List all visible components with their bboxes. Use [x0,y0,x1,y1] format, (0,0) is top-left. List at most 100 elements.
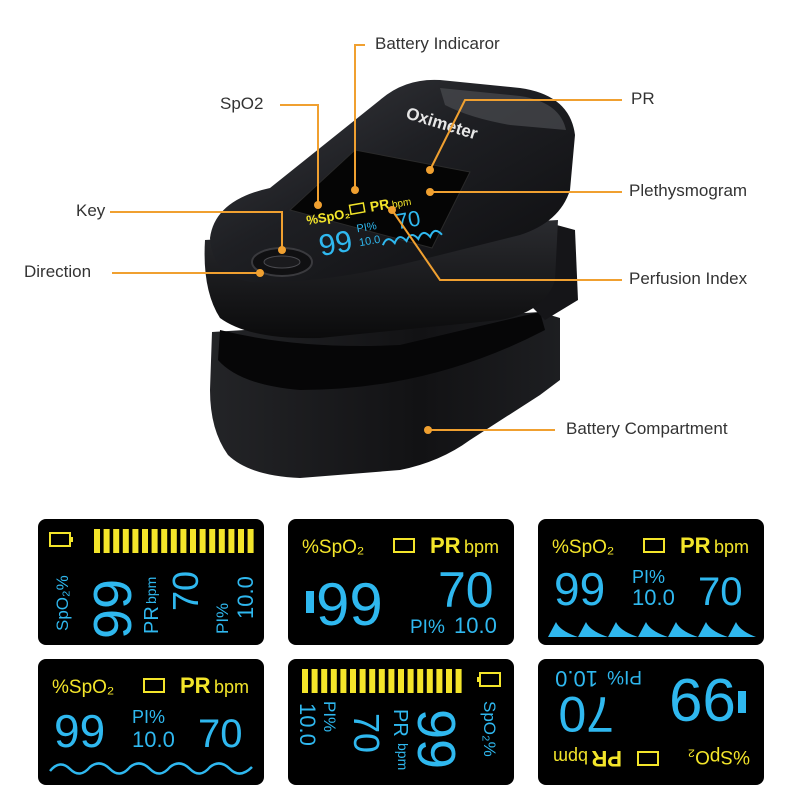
callout-line-spo2 [280,104,319,205]
signal-bar-segment [359,669,366,693]
display-mode-4: %SpO₂ PR bpm 99 PI% 10.0 70 [38,659,264,785]
signal-bar-segment [407,669,414,693]
label-direction: Direction [24,262,92,281]
signal-bar [94,529,254,553]
device-plethysmogram-wave [381,229,443,246]
battery-icon [393,538,415,553]
signal-bar-segment [103,529,110,553]
pi-value: 10.0 [132,727,175,752]
display-mode-1: SpO₂% 99 PR bpm 70 PI% 10.0 [38,519,264,645]
pr-unit: bpm [464,537,499,557]
device-battery-icon [348,202,366,216]
display-mode-3: %SpO₂ PR bpm 99 PI% 10.0 70 [538,519,764,645]
callout-dots [256,166,434,434]
display-mode-5: PI% 10.0 70 PR bpm 99 SpO₂% [288,659,514,785]
device-pr-unit: bpm [391,197,412,211]
pi-value: 10.0 [632,585,675,610]
battery-icon [637,751,659,766]
signal-bar-segment [199,529,206,553]
pr-unit: bpm [395,743,411,770]
signal-bar-segment [122,529,129,553]
battery-icon [479,672,501,687]
device-screen [288,149,471,249]
pi-label: PI% [213,603,232,634]
pi-value: 10.0 [555,666,598,691]
pr-value: 70 [438,562,494,618]
pr-unit: bpm [143,577,159,604]
signal-bar-segment [330,669,337,693]
battery-icon [143,678,165,693]
pi-label: PI% [632,567,665,587]
finger-slot [218,312,545,390]
callout-line-pr [429,99,622,171]
pulse-bar [306,591,314,613]
pr-value: 70 [346,713,387,753]
signal-bar-segment [417,669,424,693]
signal-bar-segment [218,529,225,553]
signal-bar-segment [228,529,235,553]
pi-value: 10.0 [233,576,258,619]
callout-line-key [110,211,283,250]
callout-line-pi [391,209,622,281]
spo2-label: %SpO₂ [52,677,114,698]
pi-label: PI% [410,617,445,638]
signal-bar-segment [247,529,254,553]
pr-label: PR [430,533,461,558]
pi-label: PI% [320,701,339,732]
spo2-value: 99 [54,705,105,757]
signal-bar-segment [436,669,443,693]
pr-unit: bpm [214,677,249,697]
device-pi-label: PI% [356,220,378,235]
spo2-value: 99 [669,666,736,733]
plethysmogram-wave [49,762,253,775]
signal-bar-segment [350,669,356,693]
signal-bar-segment [161,529,168,553]
pulse-bar [738,691,746,713]
spo2-label: %SpO₂ [688,746,750,767]
signal-bar-segment [378,669,385,693]
signal-bar-segment [369,669,376,693]
label-key: Key [76,201,106,220]
pr-value: 70 [165,571,206,611]
pi-label: PI% [132,707,165,727]
pr-label: PR [591,746,622,771]
device-spo2-value: 99 [316,225,355,263]
device-pi-value: 10.0 [358,234,381,250]
display-mode-2: %SpO₂ PR bpm 99 70 PI% 10.0 [288,519,514,645]
pr-value: 70 [558,686,614,742]
signal-bar-segment [388,669,395,693]
signal-bar-segment [238,529,244,553]
spo2-vertical-label: SpO₂% [480,701,499,757]
oximeter-device: Oximeter %SpO₂ PR bpm 99 PI% 10.0 70 [204,79,578,478]
pr-value: 70 [198,712,243,756]
signal-bar-segment [209,529,216,553]
pr-label: PR [180,673,211,698]
pi-value: 10.0 [454,613,497,638]
pr-label: PR [680,533,711,558]
label-perfusion-index: Perfusion Index [629,269,748,288]
signal-bar-segment [426,669,433,693]
pr-unit: bpm [714,537,749,557]
spo2-label: %SpO₂ [302,537,364,558]
pr-unit: bpm [553,747,588,767]
device-pr-label: PR [369,196,391,215]
signal-bar-segment [311,669,318,693]
signal-bar-segment [321,669,328,693]
signal-bar-segment [170,529,177,553]
spo2-value: 99 [316,571,383,638]
signal-bar-segment [180,529,187,553]
direction-key-button[interactable] [251,247,313,277]
signal-bar [302,669,462,693]
label-plethysmogram: Plethysmogram [629,181,748,200]
pr-label: PR [141,606,163,634]
label-pr: PR [631,89,655,108]
signal-bar-segment [113,529,120,553]
callout-line-battery [354,44,365,190]
spo2-value: 99 [83,579,143,639]
label-battery-indicator: Battery Indicaror [375,34,500,53]
signal-bar-segment [302,669,308,693]
plethysmogram-fill [548,622,756,637]
pr-value: 70 [698,570,743,614]
signal-bar-segment [132,529,139,553]
pi-value: 10.0 [295,703,320,746]
